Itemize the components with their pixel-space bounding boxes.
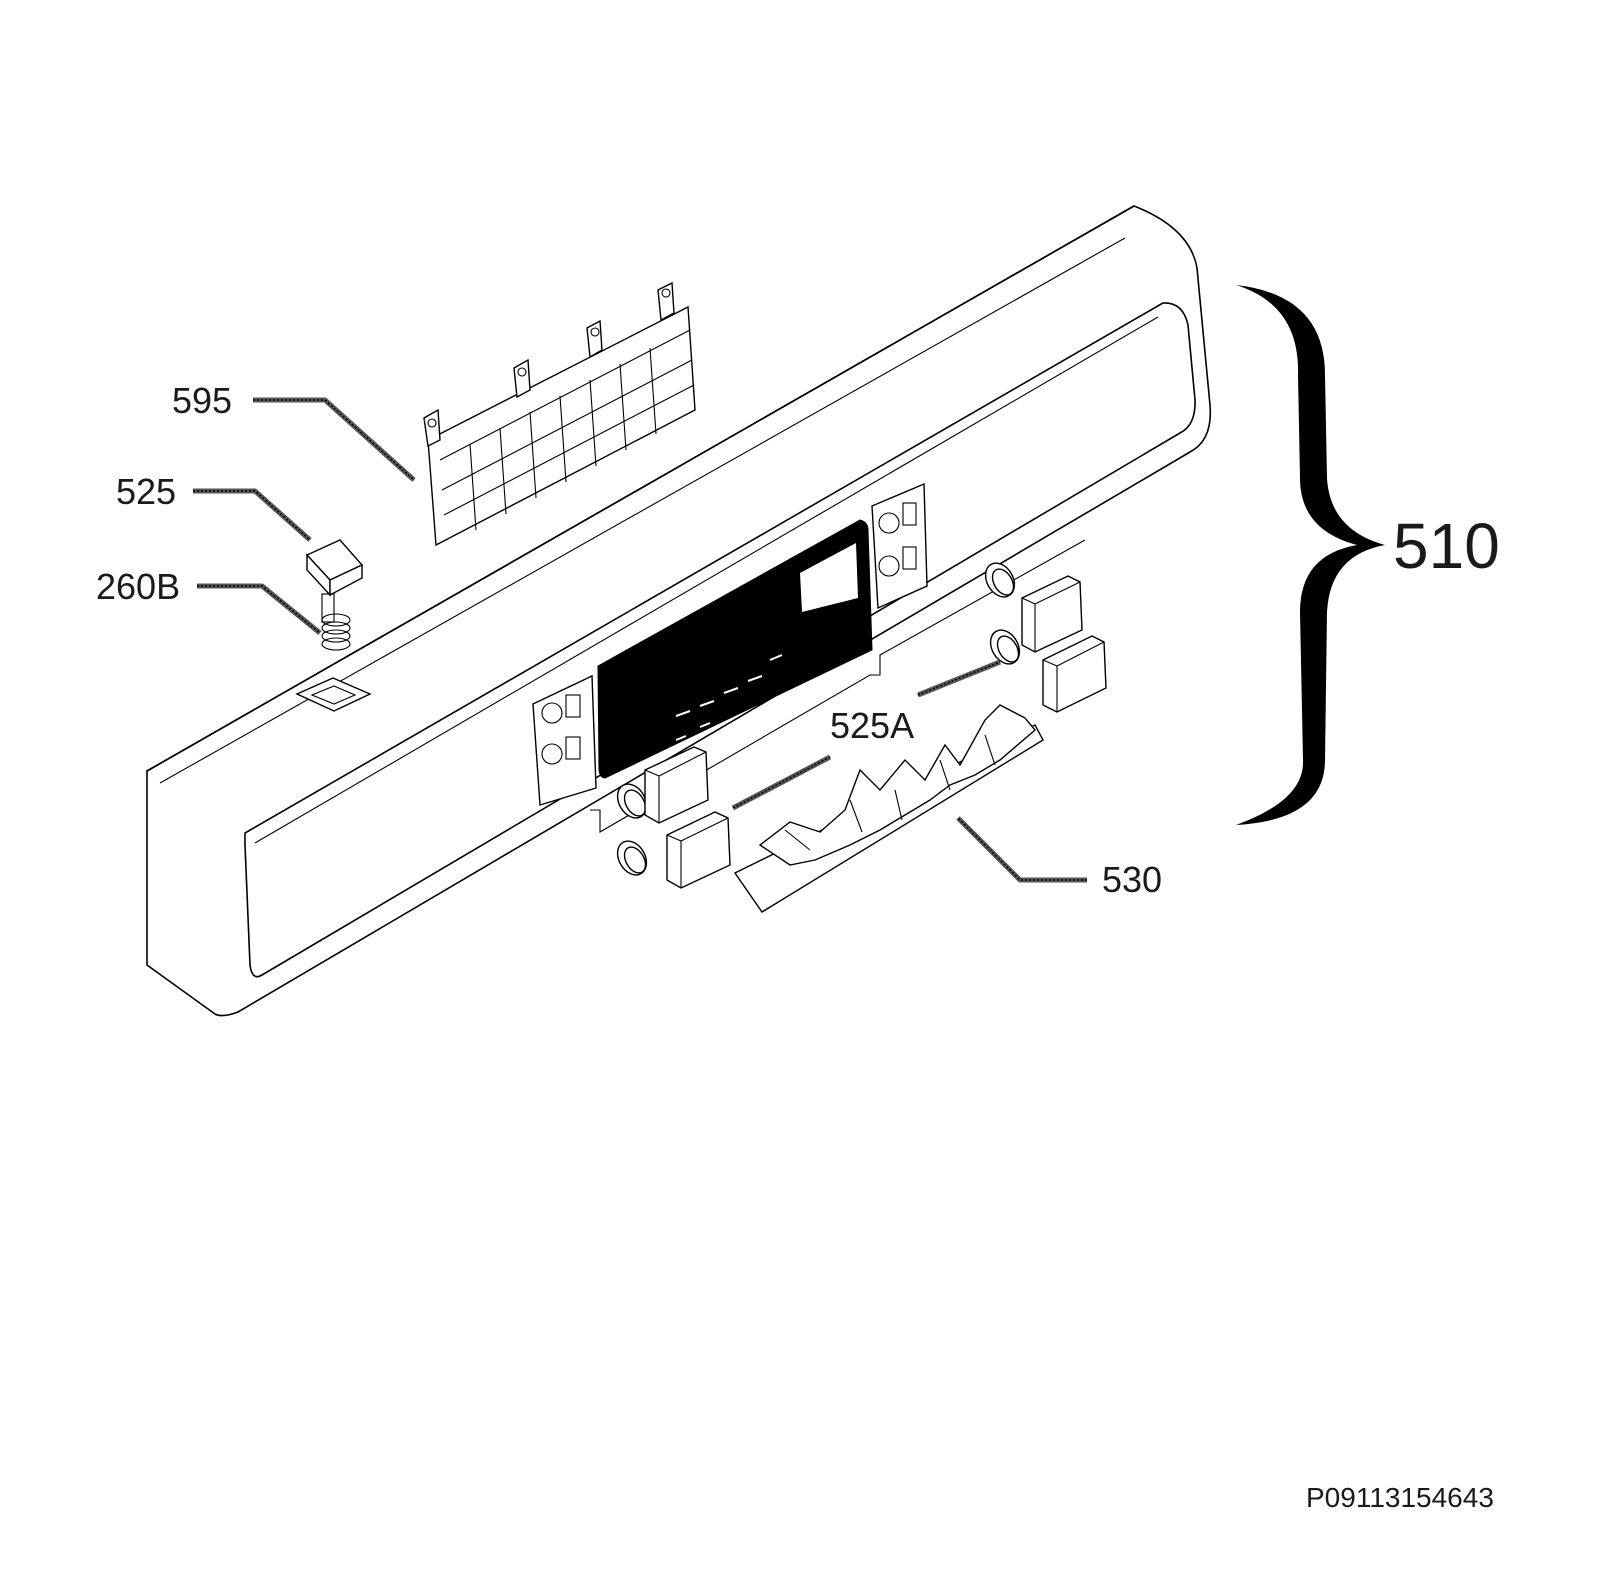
label-510: 510 <box>1393 510 1500 582</box>
label-260b: 260B <box>96 566 180 607</box>
label-525: 525 <box>116 471 176 512</box>
push-buttons <box>644 575 1107 889</box>
left-button-housing <box>532 674 597 806</box>
label-525a: 525A <box>830 705 914 746</box>
button-cap-525 <box>305 539 364 623</box>
assembly-brace <box>1236 285 1385 825</box>
springs-525a <box>616 562 1021 876</box>
display-window <box>597 519 873 779</box>
button-bracket-530 <box>733 704 1044 913</box>
label-595: 595 <box>172 380 232 421</box>
drawing-code: P09113154643 <box>1306 1482 1494 1513</box>
key-module-595 <box>423 281 696 547</box>
label-530: 530 <box>1102 859 1162 900</box>
part-labels: 595 525 260B 525A 530 510 P09113154643 <box>96 380 1500 1513</box>
spring-260b <box>321 613 351 651</box>
right-button-housing <box>871 482 928 610</box>
leader-lines <box>193 397 1087 883</box>
panel-socket <box>295 677 372 712</box>
